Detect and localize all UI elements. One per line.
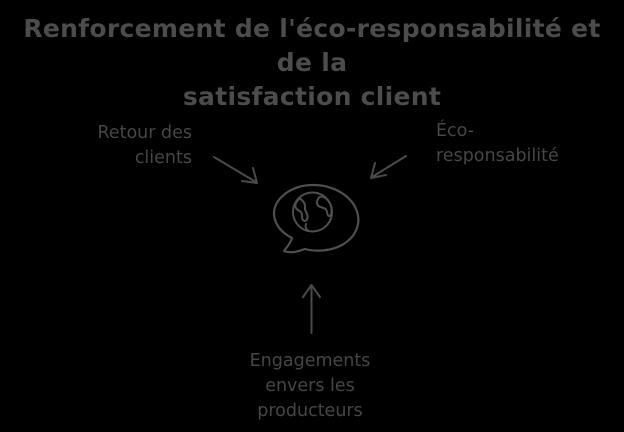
node-label-retour-des-clients: Retour des clients xyxy=(97,123,192,168)
node-label-engagements-envers-les-producteurs: Engagements envers les producteurs xyxy=(249,351,371,421)
node-label-eco-responsabilite: Éco- responsabilité xyxy=(436,121,559,166)
page-title: Renforcement de l'éco-responsabilité et … xyxy=(23,14,601,111)
arrow-retour-des-clients xyxy=(213,156,258,184)
arrow-eco-responsabilite xyxy=(370,155,407,179)
arrow-engagements-envers-les-producteurs xyxy=(302,284,321,334)
speech-bubble-globe-icon xyxy=(272,183,360,254)
